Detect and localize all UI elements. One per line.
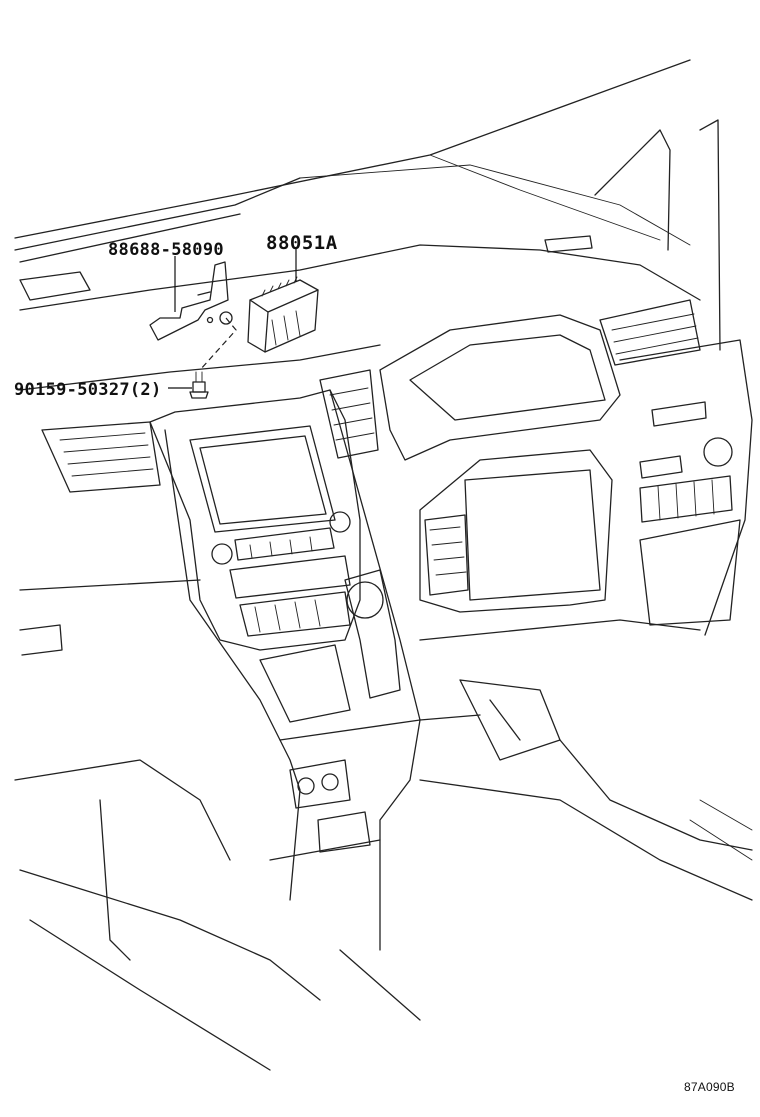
center-vent — [319, 369, 379, 459]
instrument-cluster — [379, 314, 621, 461]
install-dashed-line — [199, 317, 237, 371]
left-air-vent — [41, 421, 161, 493]
lower-dashboard — [14, 579, 753, 1071]
audio-display — [229, 555, 351, 599]
part-number-bolt: 90159-50327(2) — [14, 380, 162, 400]
pedal — [459, 679, 561, 761]
right-knob — [329, 511, 351, 533]
bracket-part — [149, 261, 233, 341]
switch-panel — [639, 475, 733, 523]
part-number-module: 88051A — [266, 232, 338, 254]
cup-holder — [259, 644, 351, 723]
center-stack — [149, 389, 361, 651]
part-number-bracket: 88688-58090 — [108, 240, 224, 260]
module-part — [247, 276, 319, 353]
center-console — [164, 389, 421, 951]
steering-column — [419, 449, 613, 613]
bolt-part — [189, 371, 209, 399]
shift-lever — [344, 569, 401, 699]
left-knob — [211, 543, 233, 565]
navigation-screen — [189, 425, 336, 533]
dashboard-top — [19, 235, 701, 391]
climate-buttons — [239, 591, 351, 637]
diagram-reference-code: 87A090B — [684, 1080, 735, 1094]
windshield-outline — [14, 59, 721, 351]
right-vent — [599, 299, 701, 366]
right-dashboard — [599, 299, 753, 636]
